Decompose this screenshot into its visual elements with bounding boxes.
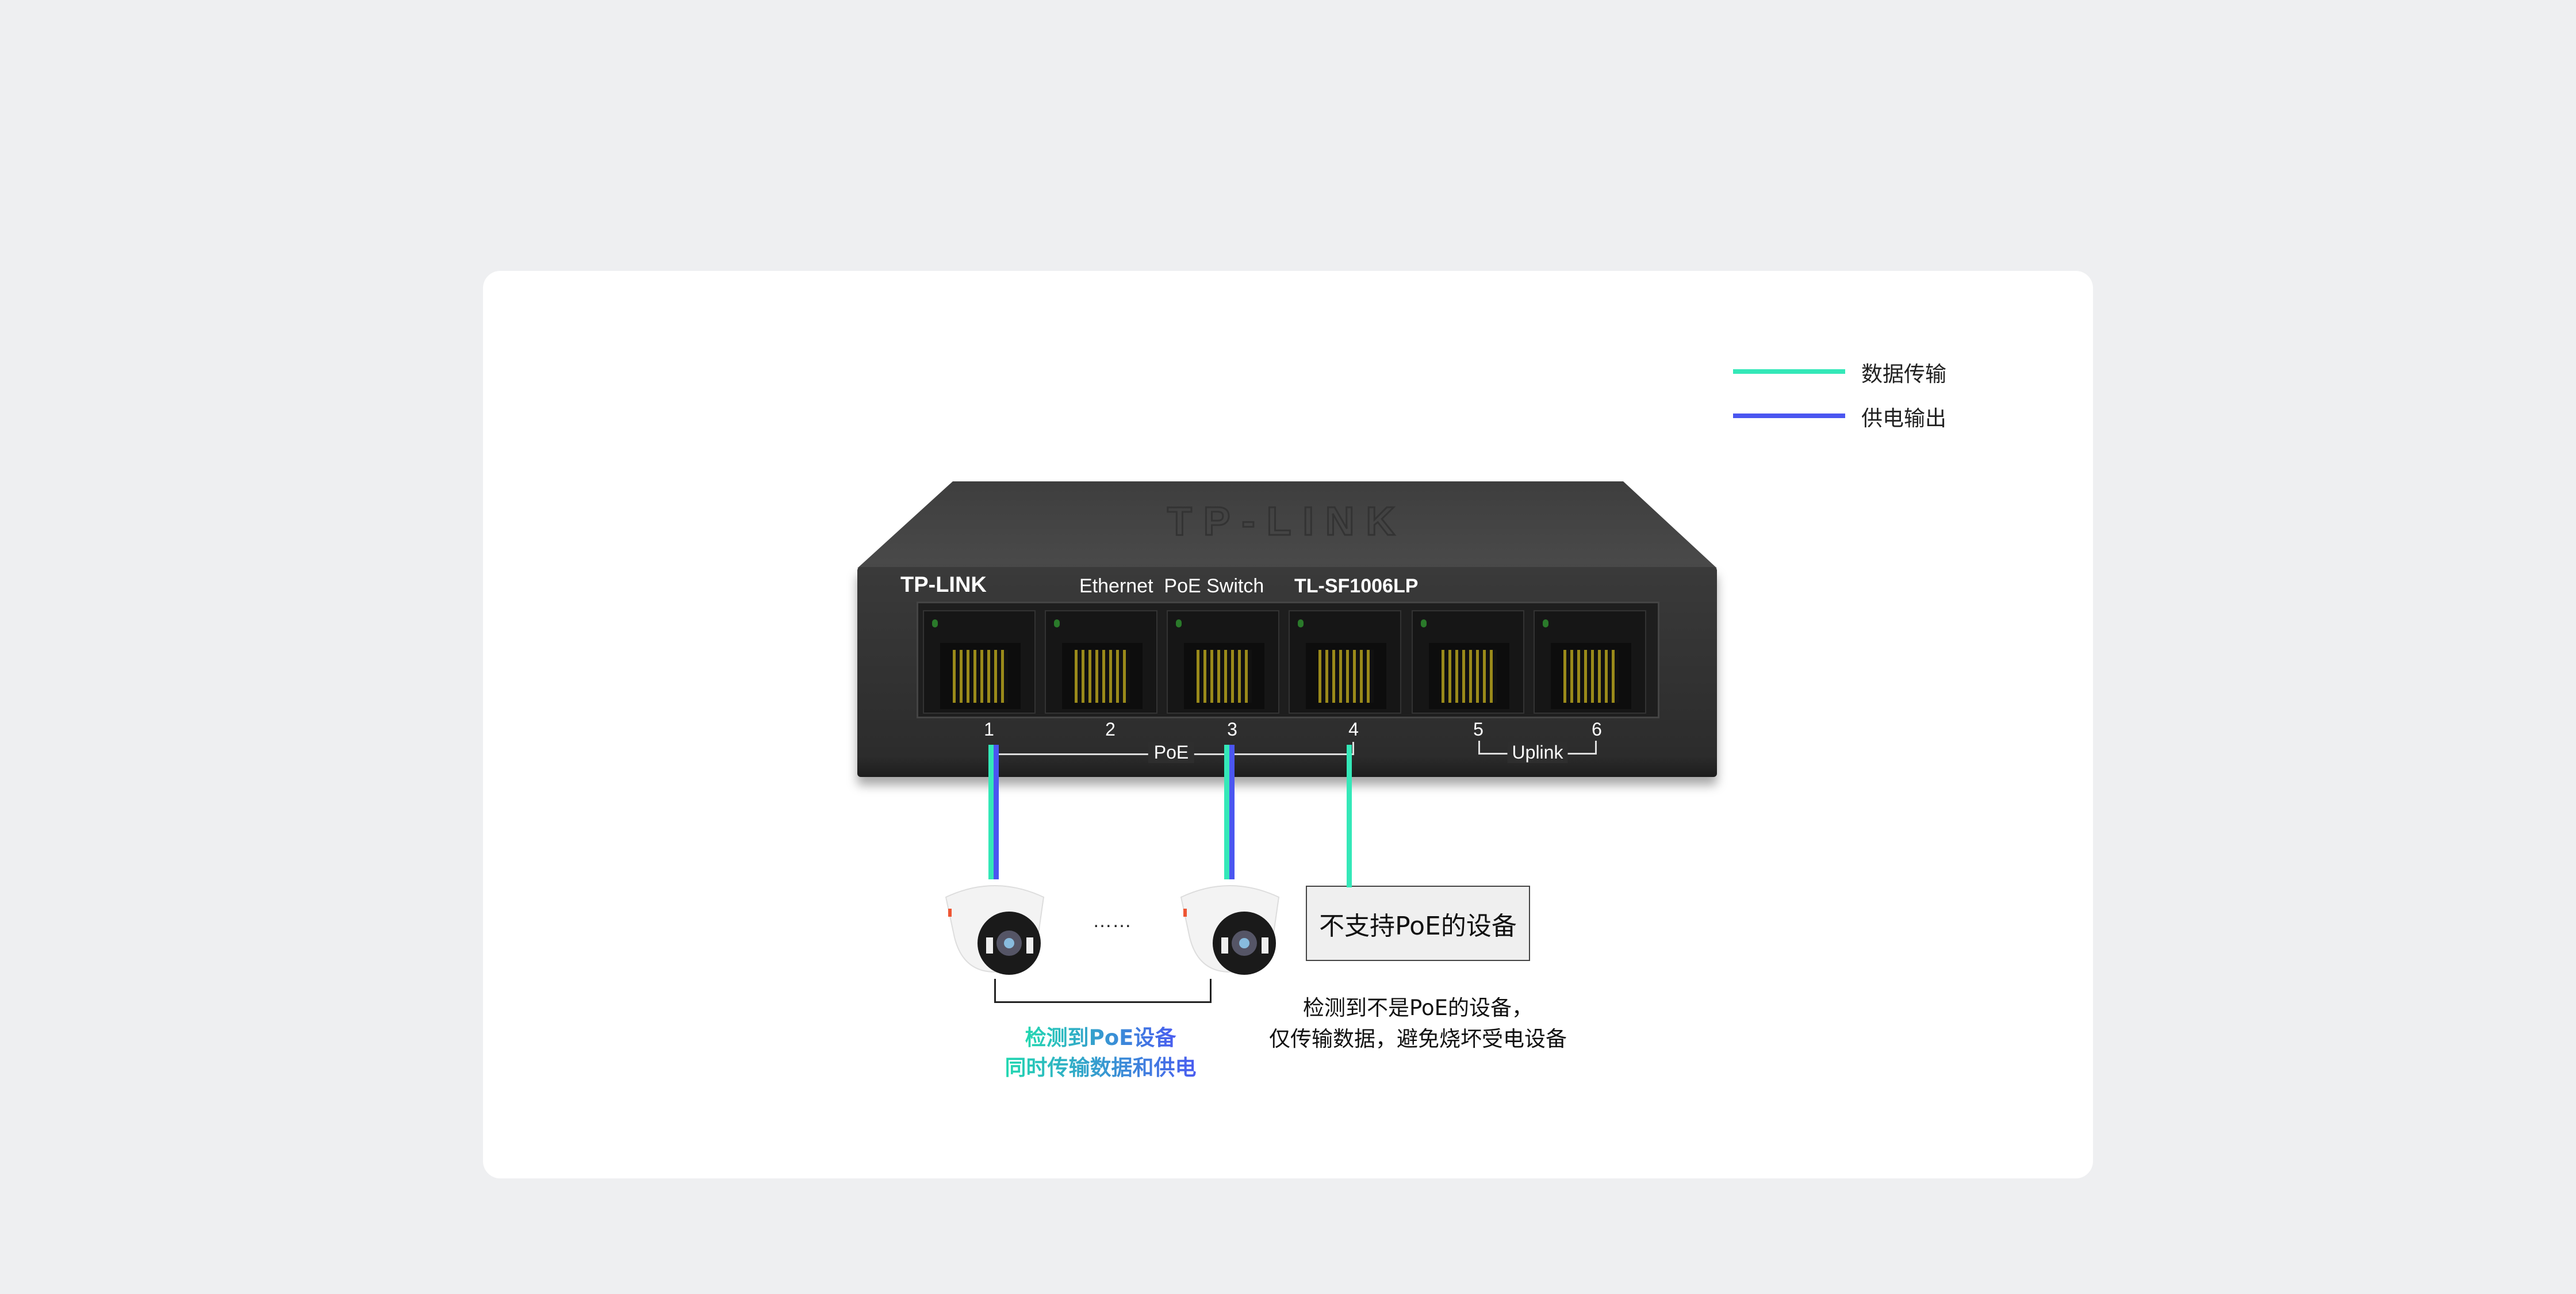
ethernet-port-2[interactable] (1045, 610, 1157, 714)
led-icon (1421, 619, 1427, 627)
legend-data-line (1733, 369, 1845, 374)
dome-camera-icon[interactable] (1175, 874, 1285, 978)
dome-camera-icon[interactable] (940, 874, 1049, 978)
poe-label: PoE (1148, 742, 1195, 763)
led-icon (1054, 619, 1060, 627)
ethernet-port-4[interactable] (1289, 610, 1401, 714)
port-number: 5 (1473, 719, 1483, 740)
data-cable (988, 745, 994, 879)
legend-power-line (1733, 414, 1845, 418)
led-icon (1543, 619, 1548, 627)
port-number: 4 (1348, 719, 1359, 740)
data-cable (1224, 745, 1229, 879)
led-icon (1298, 619, 1304, 627)
switch-brand: TP-LINK (900, 573, 987, 597)
port-number: 1 (984, 719, 994, 740)
non-poe-device-label: 不支持PoE的设备 (1319, 911, 1517, 941)
power-cable (994, 745, 999, 879)
ethernet-port-6[interactable] (1534, 610, 1646, 714)
poe-note-line1: 检测到PoE设备 (1025, 1020, 1176, 1051)
embossed-logo: TP-LINK (1167, 499, 1406, 543)
non-poe-note-line1: 检测到不是PoE的设备， (1302, 996, 1534, 1020)
uplink-label: Uplink (1507, 742, 1568, 763)
data-cable (1347, 745, 1352, 887)
legend-power-label: 供电输出 (1861, 406, 1946, 431)
poe-bracket-end (1352, 742, 1354, 755)
non-poe-note-line2: 仅传输数据，避免烧坏受电设备 (1269, 1027, 1567, 1051)
legend-data-label: 数据传输 (1861, 362, 1946, 386)
port-number: 6 (1592, 719, 1602, 740)
led-icon (1176, 619, 1182, 627)
poe-note-line2: 同时传输数据和供电 (1005, 1050, 1197, 1081)
more-cameras-ellipsis: …… (1092, 910, 1132, 932)
port-bay (917, 602, 1659, 718)
switch-top-face: TP-LINK (857, 481, 1717, 568)
non-poe-device-box[interactable]: 不支持PoE的设备 (1306, 886, 1530, 961)
ethernet-port-3[interactable] (1167, 610, 1279, 714)
ethernet-port-1[interactable] (923, 610, 1036, 714)
led-icon (932, 619, 938, 627)
port-number: 2 (1105, 719, 1116, 740)
power-cable (1229, 745, 1235, 879)
switch-type: Ethernet PoE Switch (1079, 575, 1264, 597)
ethernet-port-5[interactable] (1412, 610, 1524, 714)
port-number: 3 (1227, 719, 1237, 740)
switch-model: TL-SF1006LP (1294, 575, 1419, 597)
camera-group-bracket (994, 979, 1212, 1003)
